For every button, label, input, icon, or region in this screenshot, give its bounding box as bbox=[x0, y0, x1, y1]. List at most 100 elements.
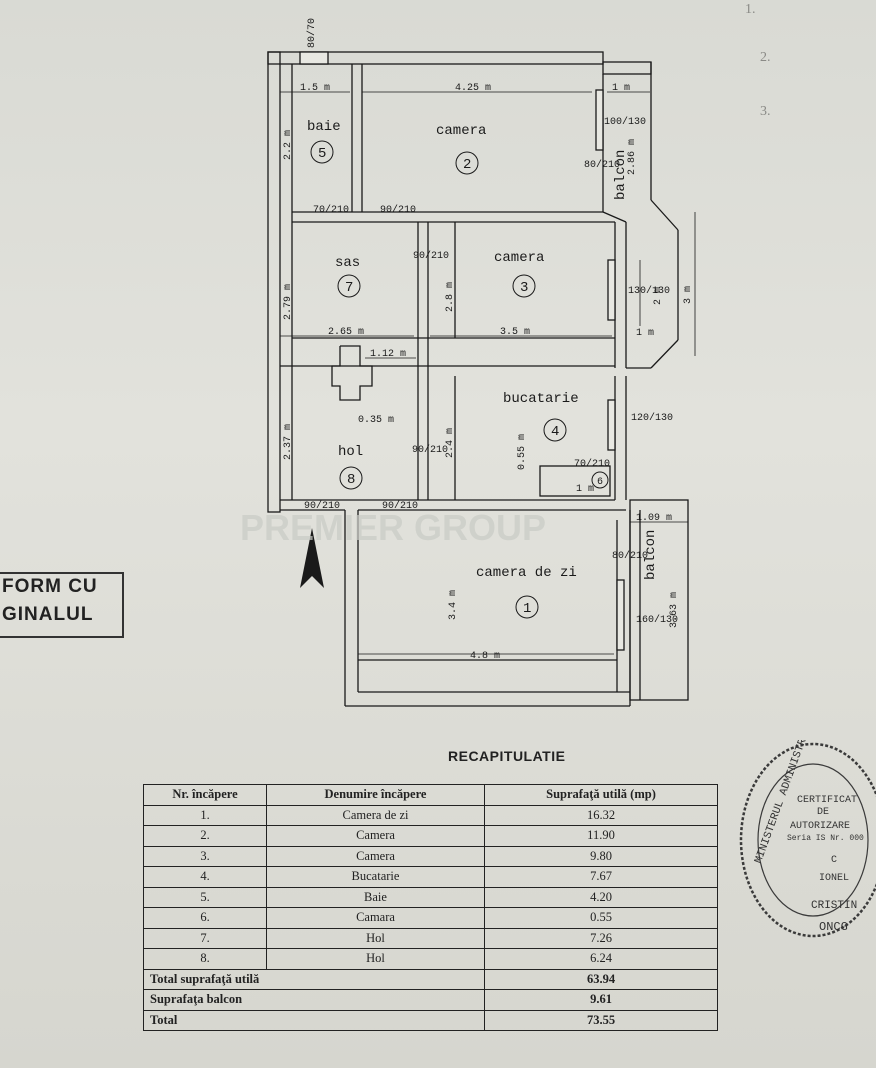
dim-label: 1 m bbox=[612, 83, 630, 94]
row-nr: 1. bbox=[143, 804, 267, 826]
header-nr: Nr. încăpere bbox=[143, 784, 267, 806]
dim-label: 2.8 m bbox=[445, 282, 456, 312]
table-header-row: Nr. încăpere Denumire încăpere Suprafaţă… bbox=[143, 784, 718, 806]
room-label-camera-de-zi: camera de zi bbox=[476, 565, 577, 581]
row-name: Camara bbox=[266, 907, 485, 929]
dim-label: 2.86 m bbox=[627, 139, 638, 175]
conform-stamp: FORM CU GINALUL bbox=[0, 572, 124, 638]
row-name: Hol bbox=[266, 927, 485, 949]
dim-label: 1.09 m bbox=[636, 513, 672, 524]
room-number-3: 3 bbox=[520, 280, 528, 296]
dim-label: 100/130 bbox=[604, 116, 646, 128]
row-area: 7.26 bbox=[484, 927, 718, 949]
dim-label: 4.8 m bbox=[470, 651, 500, 662]
dim-label: 90/210 bbox=[413, 250, 449, 262]
dim-label: 160/130 bbox=[636, 614, 678, 626]
row-name: Hol bbox=[266, 948, 485, 970]
dim-label: 130/130 bbox=[628, 285, 670, 297]
dim-label: 80/70 bbox=[306, 18, 318, 48]
row-nr: 8. bbox=[143, 948, 267, 970]
north-arrow-icon bbox=[300, 528, 324, 588]
balcony-label-lower: balcon bbox=[643, 530, 659, 580]
room-label-bucatarie: bucatarie bbox=[503, 391, 579, 407]
conform-stamp-line2: GINALUL bbox=[2, 604, 94, 625]
room-number-1: 1 bbox=[523, 601, 531, 617]
dim-label: 1.5 m bbox=[300, 83, 330, 94]
stamp-line: IONEL bbox=[819, 873, 849, 884]
row-nr: 5. bbox=[143, 886, 267, 908]
dim-label: 90/210 bbox=[382, 500, 418, 512]
dim-label: 0.35 m bbox=[358, 415, 394, 426]
floor-plan: baie 5 camera 2 sas 7 camera 3 bucatarie… bbox=[240, 18, 696, 707]
room-number-2: 2 bbox=[463, 157, 471, 173]
total-util-row: Total suprafaţă utilă 63.94 bbox=[143, 968, 718, 990]
room-label-hol: hol bbox=[338, 444, 363, 460]
total-label: Total bbox=[143, 1009, 485, 1031]
dim-label: 1 m bbox=[636, 328, 654, 339]
dim-label: 2.65 m bbox=[328, 327, 364, 338]
row-name: Camera de zi bbox=[266, 804, 485, 826]
total-row: Total 73.55 bbox=[143, 1009, 718, 1031]
dim-label: 1 m bbox=[576, 484, 594, 495]
authorization-stamp: CERTIFICAT DE AUTORIZARE Seria IS Nr. 00… bbox=[739, 740, 876, 938]
row-name: Camera bbox=[266, 825, 485, 847]
row-nr: 3. bbox=[143, 845, 267, 867]
watermark: PREMIER GROUP bbox=[240, 507, 546, 548]
room-number-4: 4 bbox=[551, 424, 559, 440]
room-number-5: 5 bbox=[318, 146, 326, 162]
dim-label: 4.25 m bbox=[455, 83, 491, 94]
dim-label: 2.4 m bbox=[445, 428, 456, 458]
balcon-value: 9.61 bbox=[484, 989, 718, 1011]
balcony-label-upper: balcon bbox=[613, 150, 629, 200]
balcon-row: Suprafaţa balcon 9.61 bbox=[143, 989, 718, 1011]
row-area: 6.24 bbox=[484, 948, 718, 970]
room-label-camera-3: camera bbox=[494, 250, 544, 266]
room-label-sas: sas bbox=[335, 255, 360, 271]
table-row: 2. Camera 11.90 bbox=[143, 825, 718, 847]
row-name: Baie bbox=[266, 886, 485, 908]
dim-label: 90/210 bbox=[412, 444, 448, 456]
row-area: 0.55 bbox=[484, 907, 718, 929]
dim-label: 1.12 m bbox=[370, 349, 406, 360]
row-area: 9.80 bbox=[484, 845, 718, 867]
total-value: 73.55 bbox=[484, 1009, 718, 1031]
room-label-camera-2: camera bbox=[436, 123, 486, 139]
row-area: 7.67 bbox=[484, 866, 718, 888]
stamp-line: ONCG bbox=[819, 920, 848, 934]
table-row: 4. Bucatarie 7.67 bbox=[143, 866, 718, 888]
conform-stamp-line1: FORM CU bbox=[2, 576, 98, 597]
dim-label: 2.2 m bbox=[283, 130, 294, 160]
bg-text-line: 2. bbox=[760, 50, 771, 65]
row-nr: 4. bbox=[143, 866, 267, 888]
header-area: Suprafaţă utilă (mp) bbox=[484, 784, 718, 806]
dim-label: 90/210 bbox=[380, 204, 416, 216]
row-name: Camera bbox=[266, 845, 485, 867]
room-label-baie: baie bbox=[307, 119, 341, 135]
dim-label: 2.79 m bbox=[283, 284, 294, 320]
balcon-label: Suprafaţa balcon bbox=[143, 989, 485, 1011]
stamp-line: DE bbox=[817, 807, 829, 818]
dim-label: 80/210 bbox=[584, 159, 620, 171]
recap-table: Nr. încăpere Denumire încăpere Suprafaţă… bbox=[143, 784, 718, 1031]
total-util-label: Total suprafaţă utilă bbox=[143, 968, 485, 990]
total-util-value: 63.94 bbox=[484, 968, 718, 990]
dim-label: 3.4 m bbox=[448, 590, 459, 620]
row-area: 4.20 bbox=[484, 886, 718, 908]
dim-label: 0.55 m bbox=[517, 434, 528, 470]
dim-label: 70/210 bbox=[313, 204, 349, 216]
table-row: 8. Hol 6.24 bbox=[143, 948, 718, 970]
recap-title: RECAPITULATIE bbox=[448, 748, 566, 764]
dim-label: 70/210 bbox=[574, 458, 610, 470]
stamp-line: C bbox=[831, 855, 837, 866]
bg-text-line: 1. bbox=[745, 2, 756, 17]
dim-label: 3.5 m bbox=[500, 327, 530, 338]
room-number-7: 7 bbox=[345, 280, 353, 296]
table-row: 3. Camera 9.80 bbox=[143, 845, 718, 867]
room-number-6: 6 bbox=[597, 477, 603, 488]
dim-label: 80/210 bbox=[612, 550, 648, 562]
row-nr: 2. bbox=[143, 825, 267, 847]
room-number-8: 8 bbox=[347, 472, 355, 488]
row-area: 16.32 bbox=[484, 804, 718, 826]
row-name: Bucatarie bbox=[266, 866, 485, 888]
